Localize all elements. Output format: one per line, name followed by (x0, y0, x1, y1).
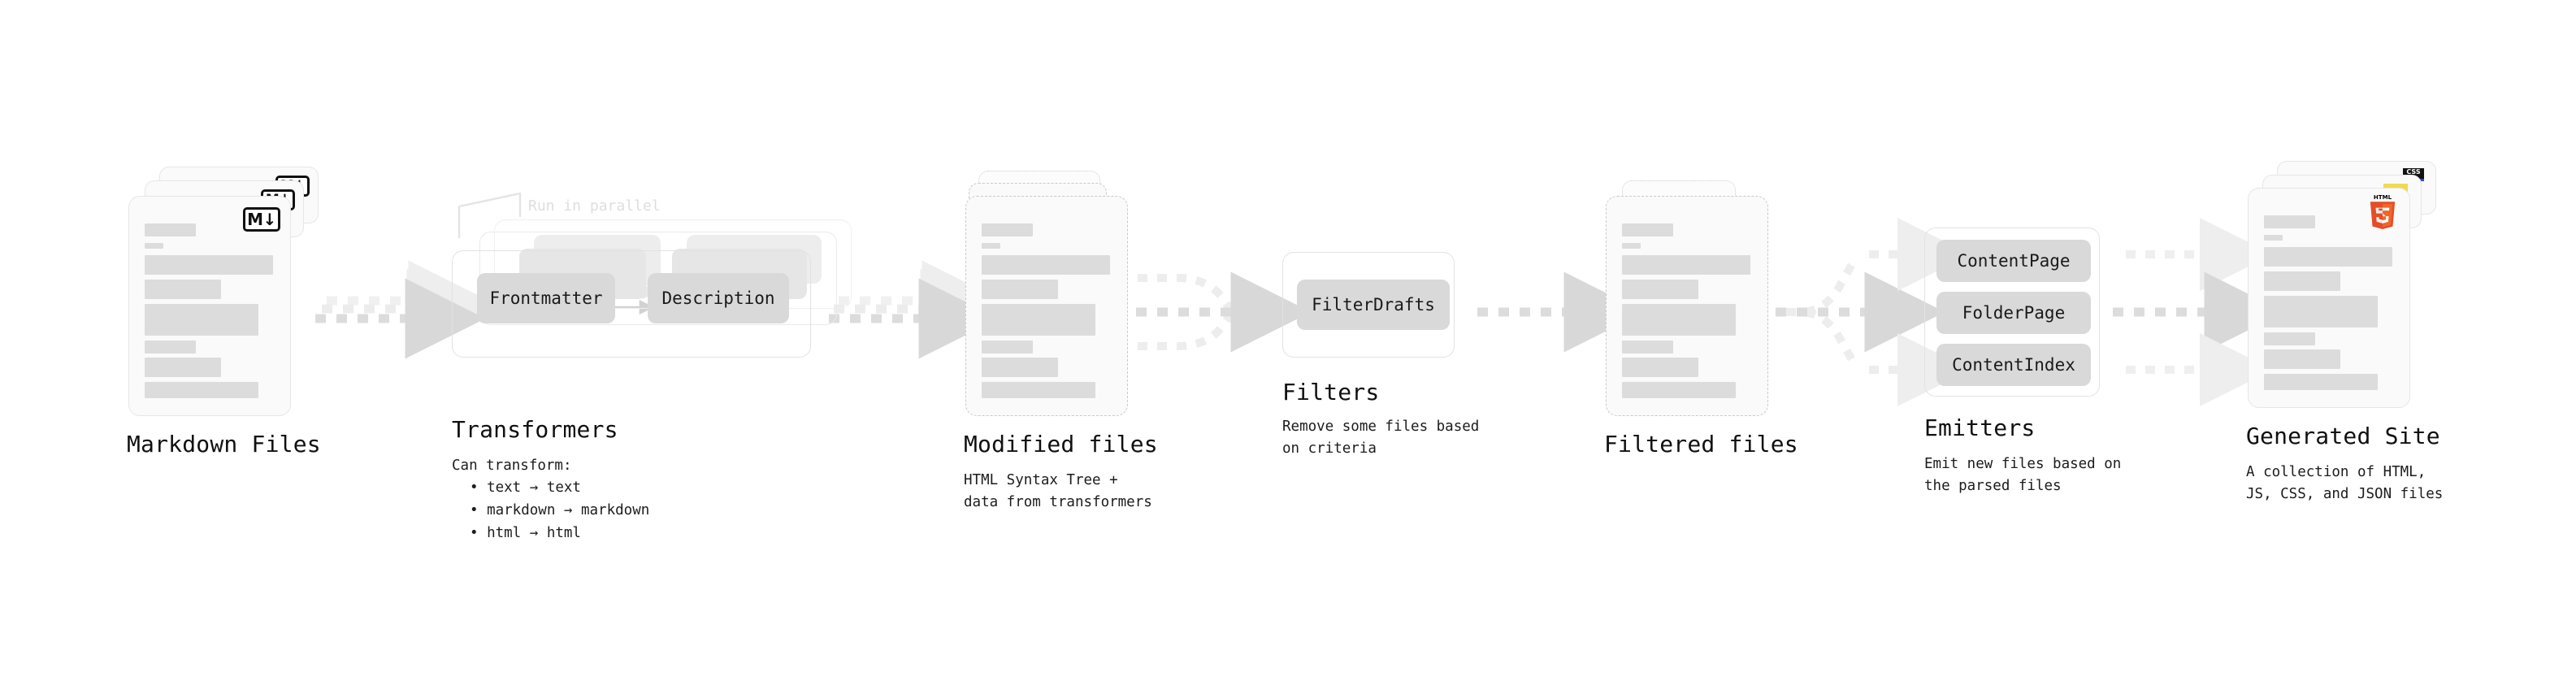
doc-bar (145, 304, 258, 336)
transformers-bullet-label: text → text (487, 479, 581, 496)
modified-card-front (965, 196, 1128, 416)
markdown-card-front: M↓ (128, 196, 291, 416)
html5-shield-icon: HTML (2370, 193, 2396, 230)
markdown-files-title: Markdown Files (127, 431, 321, 458)
doc-bar (145, 243, 163, 249)
modified-files-subtitle: HTML Syntax Tree + data from transformer… (964, 472, 1152, 511)
doc-bar (1622, 223, 1673, 236)
transformer-panel-front[interactable]: Frontmatter Description (452, 250, 811, 358)
filtered-card-front (1606, 196, 1768, 416)
emitter-pill-contentindex[interactable]: ContentIndex (1936, 344, 2091, 386)
doc-bar (2264, 332, 2315, 345)
doc-bar (2264, 235, 2283, 241)
html5-badge: HTML (2366, 193, 2400, 232)
doc-bar (982, 243, 1000, 249)
filters-subtitle: Remove some files based on criteria (1282, 419, 1480, 458)
markdown-badge: M↓ (243, 207, 280, 232)
doc-bar (1622, 255, 1750, 275)
transformer-pill-description[interactable]: Description (648, 273, 789, 323)
css-badge-label: CSS (2406, 168, 2421, 176)
doc-bar (145, 255, 273, 275)
doc-bar (982, 382, 1095, 398)
doc-bar (1622, 358, 1698, 377)
transformers-bullet-label: markdown → markdown (487, 502, 650, 518)
doc-bar (1622, 340, 1673, 354)
doc-bar (2264, 247, 2392, 267)
filter-pill-filterdrafts[interactable]: FilterDrafts (1297, 280, 1450, 330)
emitter-pill-folderpage[interactable]: FolderPage (1936, 292, 2091, 334)
emitters-subtitle: Emit new files based on the parsed files (1924, 456, 2122, 495)
doc-bar (145, 340, 196, 354)
doc-bar (145, 382, 258, 398)
emitters-group[interactable]: ContentPage FolderPage ContentIndex (1924, 228, 2100, 397)
filters-title: Filters (1282, 379, 1380, 406)
filters-group[interactable]: FilterDrafts (1282, 252, 1455, 358)
transformers-bullet-label: html → html (487, 525, 581, 541)
markdown-badge-label: M↓ (247, 210, 276, 229)
doc-bar (982, 340, 1033, 354)
doc-bar (2264, 349, 2340, 369)
transformers-bullet-item: • markdown → markdown (470, 502, 650, 518)
transformer-pill-frontmatter[interactable]: Frontmatter (477, 273, 615, 323)
doc-bar (145, 280, 221, 299)
run-in-parallel-label: Run in parallel (528, 197, 661, 215)
transformers-subtitle: Can transform: (452, 458, 572, 474)
doc-bar (982, 223, 1033, 236)
doc-bar (982, 358, 1058, 377)
doc-bar (2264, 296, 2378, 327)
doc-bar (145, 358, 221, 377)
arrow-markdown-to-transformers (315, 260, 489, 359)
filtered-files-title: Filtered files (1604, 431, 1798, 458)
doc-bar (2264, 374, 2378, 390)
arrow-modified-to-filters (1136, 271, 1312, 353)
doc-bar (1622, 243, 1641, 249)
generated-card-front: HTML (2248, 188, 2410, 408)
arrow-filtered-to-emitters (1776, 218, 1971, 406)
arrow-emitters-to-site (2113, 218, 2285, 406)
transformers-title: Transformers (452, 416, 618, 443)
doc-bar (1622, 382, 1736, 398)
svg-text:HTML: HTML (2374, 195, 2392, 201)
doc-bar (2264, 215, 2315, 228)
transformers-bullet-item: • html → html (470, 525, 581, 541)
doc-bar (1622, 280, 1698, 299)
transformers-bullets: • text → text • markdown → markdown • ht… (457, 476, 649, 544)
generated-site-subtitle: A collection of HTML, JS, CSS, and JSON … (2246, 464, 2444, 503)
doc-bar (982, 304, 1095, 336)
generated-site-title: Generated Site (2246, 423, 2440, 449)
modified-files-title: Modified files (964, 431, 1158, 458)
emitters-title: Emitters (1924, 414, 2036, 441)
doc-bar (982, 280, 1058, 299)
emitter-pill-contentpage[interactable]: ContentPage (1936, 240, 2091, 282)
doc-bar (1622, 304, 1736, 336)
doc-bar (2264, 271, 2340, 291)
doc-bar (982, 255, 1110, 275)
transformers-bullet-item: • text → text (470, 479, 581, 496)
doc-bar (145, 223, 196, 236)
